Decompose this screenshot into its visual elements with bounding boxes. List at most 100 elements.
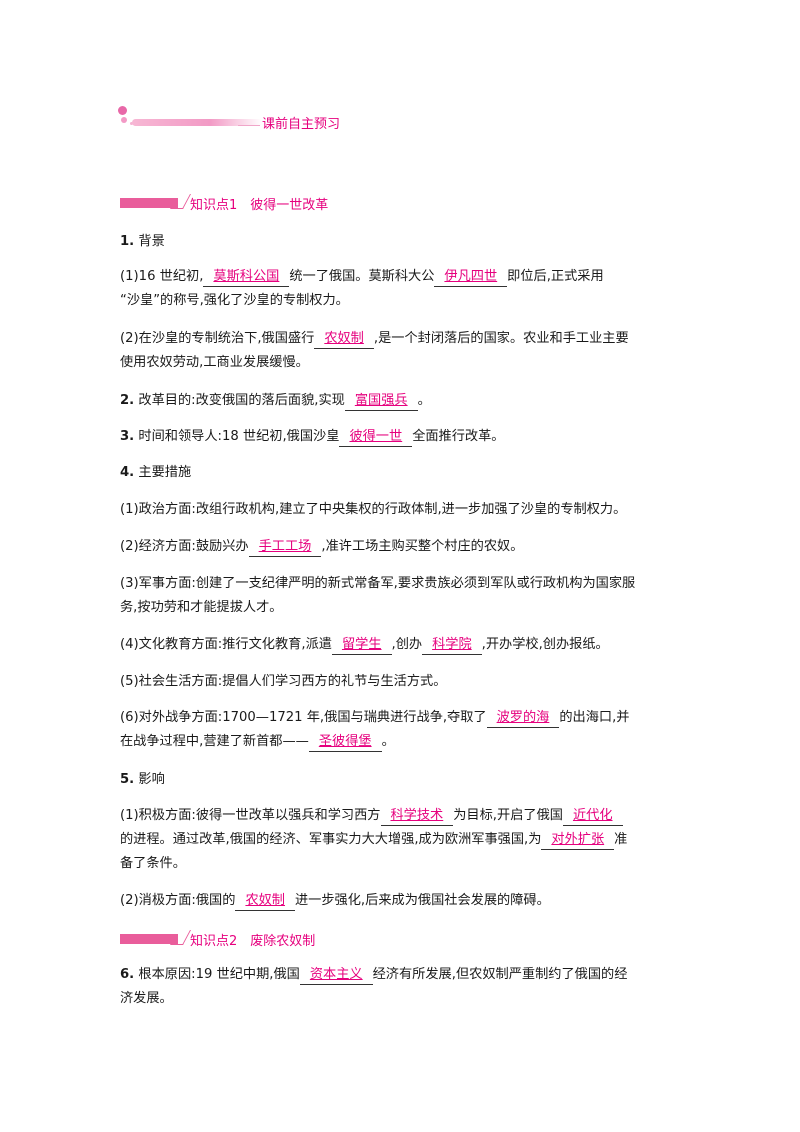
text: 进一步强化,后来成为俄国社会发展的障碍。 <box>295 893 550 908</box>
text: 根本原因:19 世纪中期,俄国 <box>134 967 300 982</box>
decor-dot-icon <box>118 106 127 115</box>
text: (1)16 世纪初, <box>120 269 204 284</box>
text: 。 <box>417 393 431 408</box>
answer: 手工工场 <box>258 539 312 554</box>
item-number: 5. <box>120 772 135 787</box>
text: 准 <box>614 832 628 847</box>
knowledge-point-1-tag: 知识点1 彼得一世改革 <box>120 194 420 213</box>
text: 为目标,开启了俄国 <box>453 808 563 823</box>
text: 使用农奴劳动,工商业发展缓慢。 <box>120 355 309 370</box>
item-1-1: (1)16 世纪初, 莫斯科公国统一了俄国。莫斯科大公伊凡四世即位后,正式采用 “… <box>120 265 688 313</box>
text: 即位后,正式采用 <box>507 269 604 284</box>
text: (5)社会生活方面:提倡人们学习西方的礼节与生活方式。 <box>120 674 447 689</box>
answer-blank: 资本主义 <box>299 966 373 985</box>
answer: 莫斯科公国 <box>213 269 280 284</box>
answer: 伊凡四世 <box>444 269 498 284</box>
answer: 富国强兵 <box>354 393 408 408</box>
answer-blank: 留学生 <box>331 636 392 655</box>
answer-blank: 彼得一世 <box>339 428 413 447</box>
answer-blank: 圣彼得堡 <box>308 733 382 752</box>
answer: 科学院 <box>432 637 472 652</box>
item-number: 3. <box>120 429 135 444</box>
answer: 留学生 <box>341 637 382 652</box>
decor-line <box>238 125 260 126</box>
item-1-2: (2)在沙皇的专制统治下,俄国盛行农奴制,是一个封闭落后的国家。农业和手工业主要… <box>120 327 688 375</box>
section-title: 课前自主预习 <box>262 117 341 132</box>
answer-blank: 对外扩张 <box>541 831 615 850</box>
text: ,是一个封闭落后的国家。农业和手工业主要 <box>373 331 629 346</box>
text: (4)文化教育方面:推行文化教育,派遣 <box>120 637 332 652</box>
item-4-title: 4. 主要措施 <box>120 461 688 485</box>
text: 。 <box>381 734 395 749</box>
answer-blank: 近代化 <box>562 807 623 826</box>
item-5-2: (2)消极方面:俄国的农奴制进一步强化,后来成为俄国社会发展的障碍。 <box>120 889 688 913</box>
item-3: 3. 时间和领导人:18 世纪初,俄国沙皇彼得一世全面推行改革。 <box>120 425 688 449</box>
text: (6)对外战争方面:1700—1721 年,俄国与瑞典进行战争,夺取了 <box>120 710 487 725</box>
text: “沙皇”的称号,强化了沙皇的专制权力。 <box>120 293 349 308</box>
item-text: 背景 <box>134 234 165 249</box>
answer-blank: 科学技术 <box>380 807 454 826</box>
text: 统一了俄国。莫斯科大公 <box>289 269 435 284</box>
answer: 圣彼得堡 <box>318 734 372 749</box>
answer: 彼得一世 <box>349 429 403 444</box>
section-header: 课前自主预习 <box>118 104 378 134</box>
tag-bar-icon <box>120 198 178 208</box>
knowledge-point-2-tag: 知识点2 废除农奴制 <box>120 930 420 949</box>
answer-blank: 伊凡四世 <box>434 268 508 287</box>
item-text: 影响 <box>134 772 165 787</box>
answer: 农奴制 <box>324 331 364 346</box>
text: 经济有所发展,但农奴制严重制约了俄国的经 <box>372 967 628 982</box>
text: 改革目的:改变俄国的落后面貌,实现 <box>134 393 345 408</box>
tag-slant-icon <box>170 930 191 945</box>
item-4-3: (3)军事方面:创建了一支纪律严明的新式常备军,要求贵族必须到军队或行政机构为国… <box>120 572 688 620</box>
tag-slant-icon <box>170 194 191 209</box>
answer: 对外扩张 <box>551 832 605 847</box>
decor-streak <box>132 119 262 126</box>
text: (2)消极方面:俄国的 <box>120 893 236 908</box>
item-4-4: (4)文化教育方面:推行文化教育,派遣留学生,创办科学院,开办学校,创办报纸。 <box>120 633 688 657</box>
answer-blank: 手工工场 <box>248 538 322 557</box>
knowledge-point-2-title: 知识点2 废除农奴制 <box>190 934 316 949</box>
answer-blank: 莫斯科公国 <box>203 268 290 287</box>
item-5-title: 5. 影响 <box>120 768 688 792</box>
item-number: 6. <box>120 967 135 982</box>
text: 时间和领导人:18 世纪初,俄国沙皇 <box>134 429 340 444</box>
item-5-1: (1)积极方面:彼得一世改革以强兵和学习西方科学技术为目标,开启了俄国近代化 的… <box>120 804 688 876</box>
answer-blank: 农奴制 <box>235 892 295 911</box>
text: 的出海口,并 <box>559 710 630 725</box>
item-number: 4. <box>120 465 135 480</box>
text: (1)积极方面:彼得一世改革以强兵和学习西方 <box>120 808 381 823</box>
text: ,开办学校,创办报纸。 <box>481 637 609 652</box>
text: 全面推行改革。 <box>412 429 505 444</box>
item-text: 主要措施 <box>134 465 192 480</box>
answer-blank: 农奴制 <box>314 330 374 349</box>
answer: 科学技术 <box>390 808 444 823</box>
item-number: 2. <box>120 393 135 408</box>
knowledge-point-1-title: 知识点1 彼得一世改革 <box>190 198 329 213</box>
answer: 资本主义 <box>309 967 363 982</box>
text: 济发展。 <box>120 991 173 1006</box>
item-6: 6. 根本原因:19 世纪中期,俄国资本主义经济有所发展,但农奴制严重制约了俄国… <box>120 963 688 1011</box>
text: 务,按功劳和才能提拔人才。 <box>120 600 283 615</box>
item-4-2: (2)经济方面:鼓励兴办手工工场,准许工场主购买整个村庄的农奴。 <box>120 535 688 559</box>
item-number: 1. <box>120 234 135 249</box>
answer-blank: 科学院 <box>422 636 482 655</box>
item-4-5: (5)社会生活方面:提倡人们学习西方的礼节与生活方式。 <box>120 670 688 694</box>
text: 的进程。通过改革,俄国的经济、军事实力大大增强,成为欧洲军事强国,为 <box>120 832 542 847</box>
decor-dot-icon <box>130 122 133 125</box>
item-4-6: (6)对外战争方面:1700—1721 年,俄国与瑞典进行战争,夺取了波罗的海的… <box>120 706 688 754</box>
text: 在战争过程中,营建了新首都—— <box>120 734 309 749</box>
item-1-title: 1. 背景 <box>120 230 688 254</box>
text: (1)政治方面:改组行政机构,建立了中央集权的行政体制,进一步加强了沙皇的专制权… <box>120 502 627 517</box>
answer: 农奴制 <box>245 893 285 908</box>
answer-blank: 波罗的海 <box>486 709 560 728</box>
text: ,准许工场主购买整个村庄的农奴。 <box>321 539 524 554</box>
item-2: 2. 改革目的:改变俄国的落后面貌,实现富国强兵。 <box>120 389 688 413</box>
answer-blank: 富国强兵 <box>344 392 418 411</box>
decor-dot-icon <box>121 117 127 123</box>
text: 备了条件。 <box>120 856 186 871</box>
item-4-1: (1)政治方面:改组行政机构,建立了中央集权的行政体制,进一步加强了沙皇的专制权… <box>120 498 688 522</box>
answer: 波罗的海 <box>496 710 550 725</box>
answer: 近代化 <box>572 808 613 823</box>
